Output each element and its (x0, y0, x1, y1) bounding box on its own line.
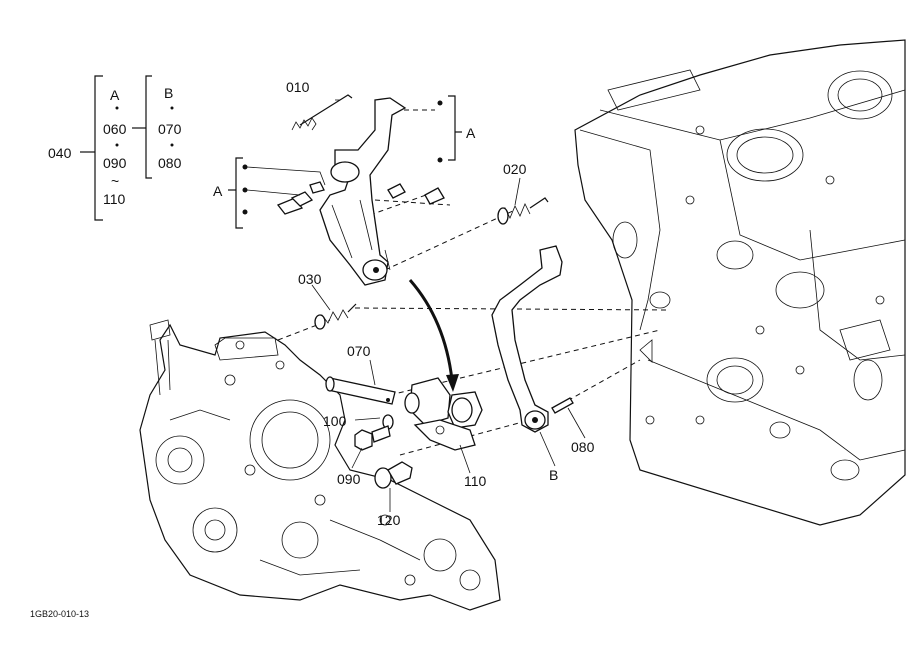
governor-fork-lever (319, 97, 407, 286)
part-020-spring (497, 197, 549, 225)
label-100: 100 (323, 413, 347, 429)
label-tilde: ~ (111, 173, 119, 189)
ref-a-top-bracket (437, 95, 462, 163)
lever-small-parts (276, 181, 445, 215)
label-060: 060 (103, 121, 127, 137)
label-080: 080 (571, 439, 595, 455)
label-120: 120 (377, 512, 401, 528)
label-080-legend: 080 (158, 155, 182, 171)
label-090: 090 (337, 471, 361, 487)
part-070-shaft (325, 376, 396, 405)
label-ref-b-legend: B (164, 85, 173, 101)
label-110-legend: 110 (103, 191, 126, 207)
label-ref-a-legend: A (110, 87, 120, 103)
label-110: 110 (464, 473, 487, 489)
label-090-legend: 090 (103, 155, 127, 171)
part-010-spring (291, 94, 353, 131)
label-070: 070 (347, 343, 371, 359)
label-ref-a-top: A (466, 125, 476, 141)
label-leaders (311, 99, 586, 512)
label-ref-b-bottom: B (549, 467, 558, 483)
part-090-bolt (354, 425, 391, 451)
label-040: 040 (48, 145, 72, 161)
label-010: 010 (286, 79, 310, 95)
assembly-arrow (408, 279, 459, 392)
gear-case-left (139, 319, 501, 611)
engine-block-right (574, 39, 906, 526)
drawing-code: 1GB20-010-13 (30, 609, 89, 619)
label-ref-a-left: A (213, 183, 223, 199)
part-120-bolt (374, 461, 413, 489)
label-020: 020 (503, 161, 527, 177)
part-labels: 010 A A 020 030 070 100 090 120 110 B 08… (213, 79, 595, 528)
ref-a-left-bracket (228, 157, 326, 229)
part-110-bracket (404, 377, 483, 451)
speed-control-lever (491, 245, 563, 433)
part-080-pin (551, 397, 574, 414)
label-070-legend: 070 (158, 121, 182, 137)
part-030-spring (314, 303, 357, 330)
legend-brackets (80, 75, 174, 221)
legend-text: 040 A 060 090 ~ 110 B 070 080 (48, 85, 182, 207)
label-030: 030 (298, 271, 322, 287)
